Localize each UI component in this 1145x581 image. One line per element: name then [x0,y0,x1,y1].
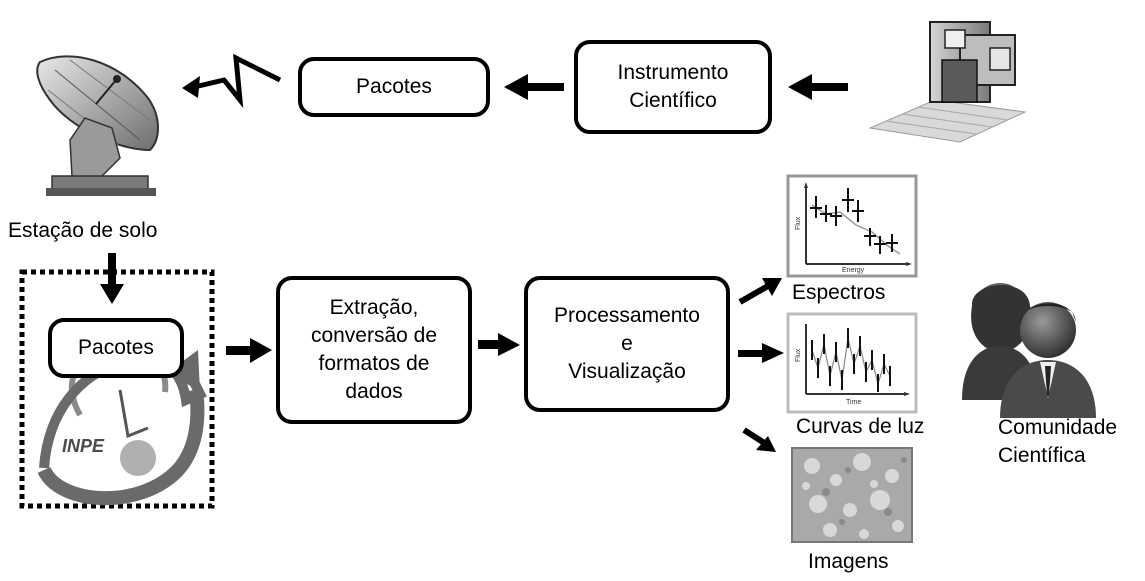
images-label: Imagens [808,550,889,573]
arrow-extraction-to-processing [478,333,520,356]
spectra-label: Espectros [792,281,886,304]
community-label: Comunidade Científica [998,416,1118,467]
packets-top-box: Pacotes [298,57,490,117]
packets-ground-box: Pacotes [48,318,184,378]
radio-dish-image [36,55,159,196]
arrow-instrument-to-packets [504,74,564,100]
ground-segment-frame [19,269,215,509]
instrument-box: Instrumento Científico [574,40,772,134]
light-curve-thumbnail: Flux Time [786,312,918,414]
arrow-processing-to-images [742,427,776,452]
ground-station-label: Estação de solo [8,219,158,242]
satellite-image [868,21,1027,143]
spectrum-thumbnail: Flux Energy [786,174,918,278]
spectrum-ylabel: Flux [795,216,802,230]
image-thumbnail [791,447,913,543]
inpe-logo-text: INPE [62,436,105,456]
spectrum-xlabel: Energy [842,267,865,274]
arrow-station-to-packets [100,253,124,304]
extraction-box: Extração, conversão de formatos de dados [276,276,472,424]
arrow-satellite-to-instrument [788,74,848,100]
arrow-processing-to-spectra [738,278,782,305]
light-curve-ylabel: Flux [795,348,802,362]
light-curves-label: Curvas de luz [796,415,925,438]
arrow-ground-to-extraction [226,338,272,363]
processing-box: Processamento e Visualização [524,276,730,412]
arrow-processing-to-lightcurves [738,343,784,363]
community-people-image [962,283,1096,418]
light-curve-xlabel: Time [846,399,861,406]
zigzag-downlink-arrow [189,53,282,109]
